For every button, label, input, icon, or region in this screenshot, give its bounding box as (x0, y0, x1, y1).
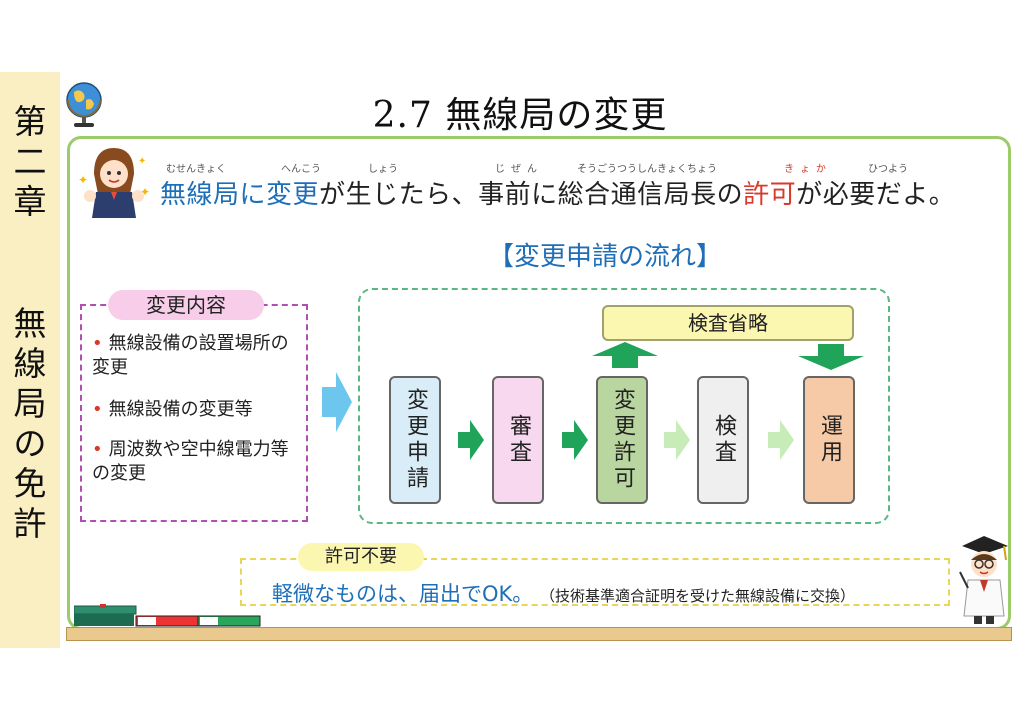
step-inspection: 検査 (697, 376, 749, 504)
list-item: •無線設備の変更等 (92, 399, 253, 420)
svg-text:✦: ✦ (78, 173, 88, 187)
step-operation: 運用 (803, 376, 855, 504)
ruby-musenkyoku: むせんきょく (166, 164, 226, 175)
lead-ni1: に (239, 180, 267, 210)
ruby-soukyoku: そうごうつうしんきょくちょう (577, 164, 717, 175)
lead-kyoka: 許可 (743, 180, 797, 210)
student-girl-icon: ✦ ✦ ✦ (78, 148, 150, 218)
svg-text:✦: ✦ (140, 185, 150, 199)
lead-jizen: 事前 (478, 180, 532, 210)
ruby-kyoka: きょか (784, 164, 832, 175)
lead-sentence: 無線局に変更が生じたら、事前に総合通信局長の許可が必要だよ。 (160, 174, 955, 211)
flow-box (358, 288, 890, 524)
lead-ga2: が (796, 180, 823, 210)
no-permit-text: 軽微なものは、届出でOK。 （技術基準適合証明を受けた無線設備に交換） (272, 582, 856, 606)
lead-henkou: 変更 (266, 180, 320, 210)
arrow-down-icon (798, 344, 864, 370)
arrow-right-icon (322, 372, 352, 432)
step-review: 審査 (492, 376, 544, 504)
globe-icon (66, 82, 102, 127)
chapter-name: 無線局の免許 (13, 304, 47, 543)
change-contents-label: 変更内容 (108, 290, 264, 320)
no-permit-note: （技術基準適合証明を受けた無線設備に交換） (540, 587, 856, 605)
arrow-up-icon (592, 342, 658, 368)
list-item: •無線設備の設置場所の変更 (92, 333, 289, 378)
bullet-icon: • (92, 399, 103, 420)
step-change-permit: 変更許可 (596, 376, 648, 504)
svg-text:✦: ✦ (138, 156, 146, 167)
no-permit-box (240, 558, 950, 606)
step-arrow-faded-icon (768, 420, 794, 460)
books-icon (74, 604, 261, 627)
step-change-application: 変更申請 (389, 376, 441, 504)
ruby-shou: しょう (368, 164, 398, 175)
inspection-omitted-label: 検査省略 (602, 305, 854, 341)
lead-hitsuyou: 必要 (822, 180, 876, 210)
lead-dayo: だよ。 (875, 180, 956, 210)
bullet-icon: • (92, 439, 103, 460)
chapter-number: 第二章 (13, 102, 47, 221)
ruby-hitsuyou: ひつよう (868, 164, 908, 175)
lead-soukyoku: 総合通信局長 (557, 180, 717, 210)
lead-musenkyoku: 無線局 (160, 180, 240, 210)
step-arrow-faded-icon (664, 420, 690, 460)
page-title: 2.7 無線局の変更 (372, 95, 668, 136)
lead-ni2: に (531, 180, 558, 210)
bullet-icon: • (92, 333, 103, 354)
list-item: •周波数や空中線電力等の変更 (92, 439, 289, 484)
step-arrow-icon (562, 420, 588, 460)
ruby-jizen: じぜん (495, 164, 543, 175)
step-arrow-icon (458, 420, 484, 460)
flow-title: 【変更申請の流れ】 (488, 242, 723, 272)
ruby-henkou: へんこう (281, 164, 321, 175)
lead-jitara: じたら、 (372, 180, 479, 210)
lead-shou: 生 (345, 180, 373, 210)
professor-icon (959, 536, 1008, 624)
lead-ga1: が (319, 180, 346, 210)
lead-no: の (716, 180, 744, 210)
no-permit-label: 許可不要 (298, 543, 424, 571)
board-ledge (66, 627, 1012, 641)
chapter-sidebar: 第二章 無線局の免許 (0, 72, 60, 648)
